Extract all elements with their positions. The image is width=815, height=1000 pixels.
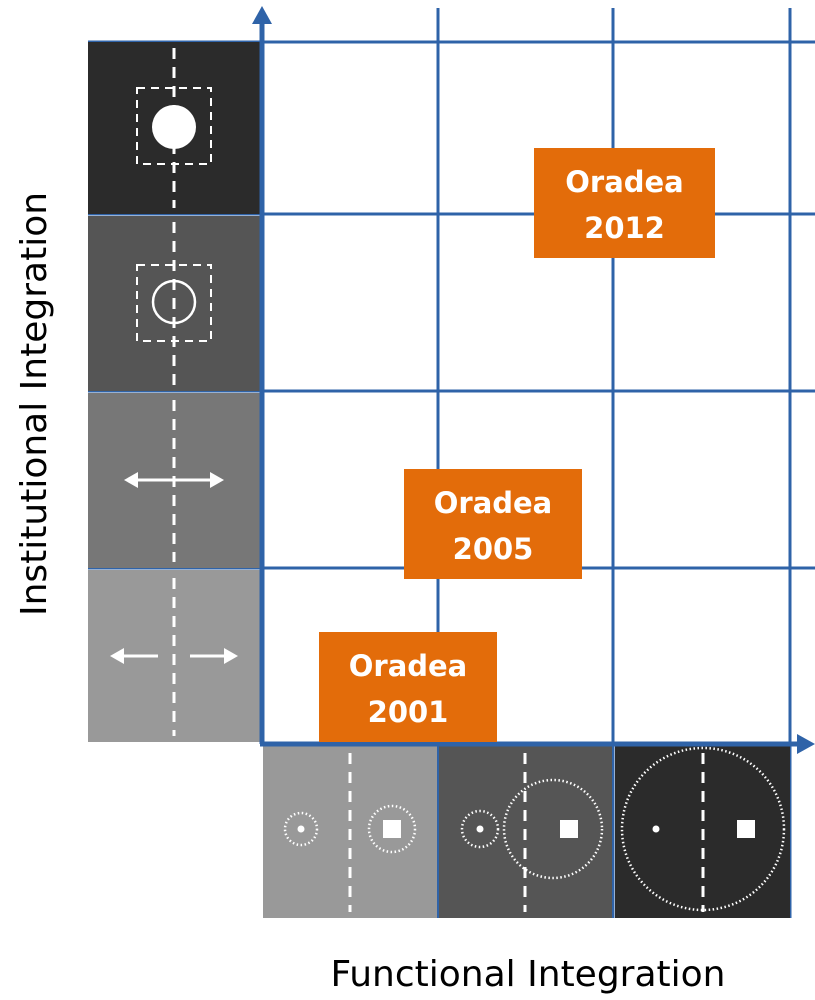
oradea-2005-name: Oradea [434,486,553,520]
arrows-away-from-border-icon [88,570,260,742]
y-axis-label: Institutional Integration [14,192,55,616]
arrows-crossing-border-icon [88,393,260,568]
axes [252,6,815,754]
y-axis-arrowhead [252,6,272,24]
institutional-level-tiles [88,42,260,742]
x-axis-arrowhead [797,734,815,754]
oradea-2005-year: 2005 [453,532,534,566]
oradea-2001-name: Oradea [349,649,468,683]
separate-dotted-circles-icon [263,746,437,918]
enclosing-dotted-circle-icon [615,746,790,918]
oradea-2005-box: Oradea 2005 [404,469,582,579]
oradea-2012-box: Oradea 2012 [534,148,715,258]
oradea-2012-year: 2012 [584,211,665,245]
x-axis-label: Functional Integration [331,954,726,995]
functional-level-tiles [263,746,790,918]
oradea-2001-year: 2001 [368,695,449,729]
oradea-2001-box: Oradea 2001 [319,632,497,742]
oradea-2012-name: Oradea [565,165,684,199]
overlapping-dotted-circles-icon [439,746,612,918]
oradea-2001-box-bg [319,632,497,742]
merged-core-in-dashed-square-icon [88,42,260,214]
circle-in-dashed-square-icon [88,216,260,391]
oradea-2012-box-bg [534,148,715,258]
oradea-2005-box-bg [404,469,582,579]
